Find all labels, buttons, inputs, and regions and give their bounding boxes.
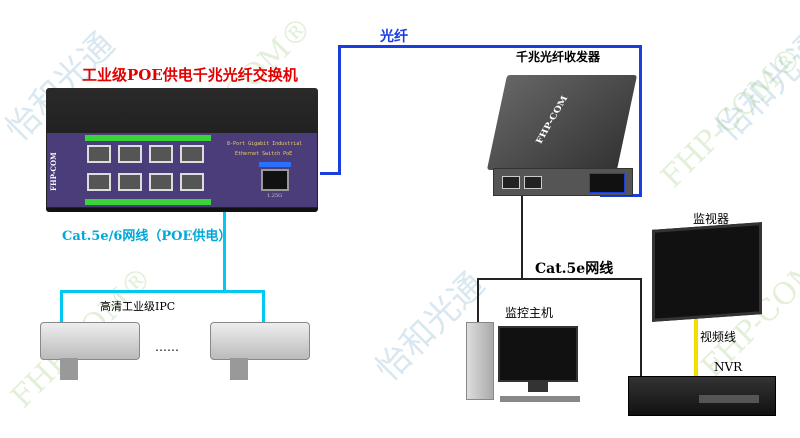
switch-desc: Ethernet Switch PoE — [235, 151, 293, 157]
lan-cable — [477, 278, 642, 280]
ip-camera — [40, 322, 140, 360]
fiber-cable — [338, 45, 341, 175]
host-label: 监控主机 — [505, 306, 554, 320]
monitor-label: 监视器 — [693, 212, 730, 226]
fiber-cable — [338, 45, 642, 48]
switch-title: 工业级POE供电千兆光纤交换机 — [82, 66, 298, 84]
transceiver-brand: FHP-COM — [534, 94, 571, 146]
transceiver-title: 千兆光纤收发器 — [516, 50, 601, 64]
poe-cable — [60, 290, 265, 293]
ethernet-port — [180, 173, 204, 191]
video-cable — [694, 318, 698, 376]
fiber-transceiver: FHP-COM — [486, 75, 638, 170]
ethernet-port — [87, 173, 111, 191]
watermark: FHP-COM® — [654, 40, 800, 195]
fiber-cable — [320, 172, 340, 175]
sfp-label: 1.25G — [267, 193, 283, 199]
ip-camera — [210, 322, 310, 360]
poe-label: Cat.5e/6网线（POE供电） — [62, 229, 232, 244]
ethernet-port — [118, 173, 142, 191]
lan-cable — [477, 278, 479, 323]
display-monitor — [652, 222, 762, 322]
ethernet-port — [149, 173, 173, 191]
ipc-label: 高清工业级IPC — [100, 300, 176, 313]
switch-front-panel: FHP-COM 8-Port Gigabit Industrial Ethern… — [46, 132, 318, 208]
lan-cable — [521, 188, 523, 280]
video-label: 视频线 — [700, 330, 737, 344]
ethernet-port — [180, 145, 204, 163]
transceiver-front — [493, 168, 633, 196]
ethernet-port — [149, 145, 173, 163]
ellipsis: …… — [155, 340, 179, 354]
fiber-label: 光纤 — [380, 29, 408, 45]
nvr-device — [628, 376, 776, 416]
lan-label: Cat.5e网线 — [535, 261, 614, 277]
ethernet-port — [87, 145, 111, 163]
poe-cable — [223, 210, 226, 292]
poe-cable — [60, 290, 63, 322]
sfp-port — [261, 169, 289, 191]
ethernet-port — [118, 145, 142, 163]
keyboard — [500, 396, 580, 402]
fiber-cable — [639, 45, 642, 197]
lan-cable — [640, 278, 642, 376]
industrial-switch: FHP-COM 8-Port Gigabit Industrial Ethern… — [46, 88, 318, 212]
pc-monitor — [498, 326, 578, 382]
pc-tower — [466, 322, 494, 400]
switch-brand: FHP-COM — [49, 152, 58, 191]
poe-cable — [262, 290, 265, 322]
switch-desc: 8-Port Gigabit Industrial — [227, 141, 303, 147]
nvr-label: NVR — [714, 360, 743, 374]
